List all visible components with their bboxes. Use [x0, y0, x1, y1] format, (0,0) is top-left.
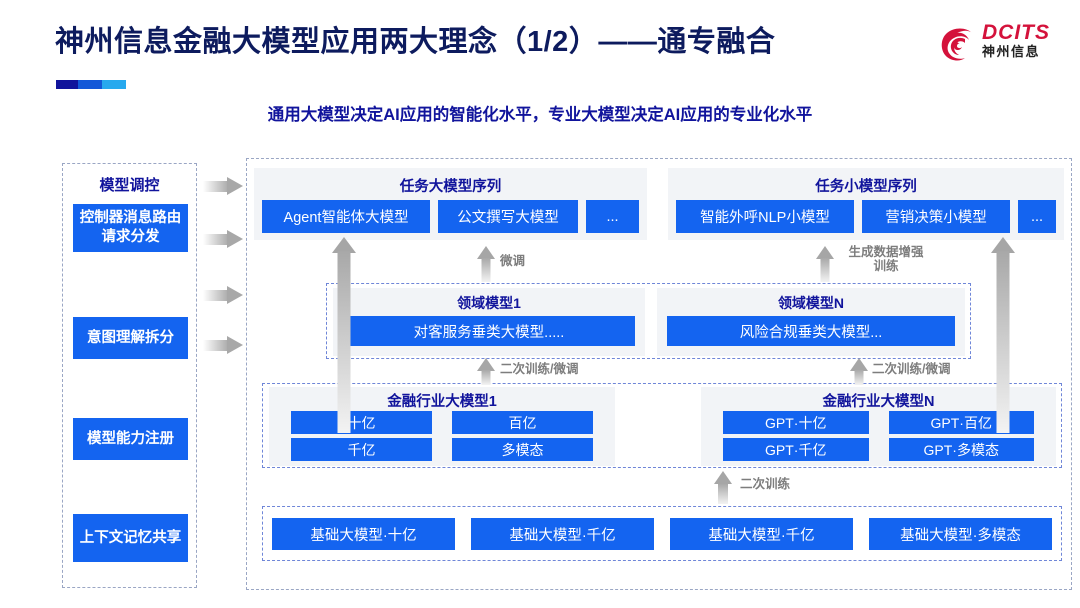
logo-wordmark: DCITS 神州信息 — [982, 22, 1050, 60]
dcits-swirl-icon — [941, 28, 972, 61]
chip-marketing-decision-small-model[interactable]: 营销决策小模型 — [862, 200, 1010, 233]
chip-risk-compliance-vertical-model[interactable]: 风险合规垂类大模型... — [667, 316, 955, 346]
domain-models-container: 领域模型1 对客服务垂类大模型..... 领域模型N 风险合规垂类大模型... — [326, 283, 971, 359]
cell-gpt-billion[interactable]: GPT·十亿 — [723, 411, 869, 434]
finance-industry-model-1-grid: 十亿 百亿 千亿 多模态 — [291, 411, 593, 461]
domain-model-n-panel: 领域模型N 风险合规垂类大模型... — [657, 288, 965, 356]
model-control-title: 模型调控 — [99, 177, 160, 194]
underline-segment-2 — [78, 80, 102, 89]
sidebar-item-context-memory-sharing[interactable]: 上下文记忆共享 — [73, 514, 188, 562]
chip-outbound-nlp-small-model[interactable]: 智能外呼NLP小模型 — [676, 200, 854, 233]
finance-industry-model-1-title: 金融行业大模型1 — [387, 394, 497, 410]
domain-model-1-panel: 领域模型1 对客服务垂类大模型..... — [333, 288, 645, 356]
task-large-model-sequence-title: 任务大模型序列 — [399, 179, 502, 195]
arrow-label-gen-data-aug-line1: 生成数据增强 — [848, 245, 924, 259]
task-small-model-sequence-title: 任务小模型序列 — [815, 179, 917, 195]
chip-base-model-billion[interactable]: 基础大模型·十亿 — [272, 518, 455, 550]
arrow-up-icon-gen-data-aug — [816, 246, 834, 282]
cell-hundred-billion[interactable]: 千亿 — [291, 438, 432, 461]
chip-base-model-hundred-billion-a[interactable]: 基础大模型·千亿 — [471, 518, 654, 550]
logo-text-en: DCITS — [982, 21, 1050, 44]
arrow-up-icon-fine-tune — [477, 246, 495, 282]
cell-multimodal[interactable]: 多模态 — [452, 438, 593, 461]
architecture-diagram: 模型调控 控制器消息路由请求分发 意图理解拆分 模型能力注册 上下文记忆共享 任… — [0, 150, 1080, 600]
chip-base-model-hundred-billion-b[interactable]: 基础大模型·千亿 — [670, 518, 853, 550]
arrow-right-icon — [203, 286, 243, 304]
domain-model-n-title: 领域模型N — [777, 295, 845, 311]
arrow-up-icon-industry-to-task-left — [331, 237, 357, 433]
page-title: 神州信息金融大模型应用两大理念（1/2）——通专融合 — [55, 26, 776, 58]
cell-gpt-hundred-billion[interactable]: GPT·千亿 — [723, 438, 869, 461]
cell-ten-billion[interactable]: 百亿 — [452, 411, 593, 434]
title-underline-accent — [56, 80, 126, 89]
arrow-right-icon — [203, 230, 243, 248]
arrow-up-icon-retrain-finetune-left — [477, 358, 495, 385]
model-control-panel: 模型调控 控制器消息路由请求分发 意图理解拆分 模型能力注册 上下文记忆共享 — [62, 163, 197, 588]
logo-text-cn: 神州信息 — [982, 44, 1041, 59]
task-small-model-sequence-panel: 任务小模型序列 智能外呼NLP小模型 营销决策小模型 ... — [668, 168, 1064, 240]
chip-more-large-models[interactable]: ... — [586, 200, 639, 233]
arrow-up-icon-industry-to-task-right — [990, 237, 1016, 433]
chip-agent-large-model[interactable]: Agent智能体大模型 — [262, 200, 430, 233]
sidebar-item-capability-registry[interactable]: 模型能力注册 — [73, 418, 188, 460]
underline-segment-3 — [102, 80, 126, 89]
base-models-row: 基础大模型·十亿 基础大模型·千亿 基础大模型·千亿 基础大模型·多模态 — [272, 518, 1052, 550]
industry-models-container: 金融行业大模型1 十亿 百亿 千亿 多模态 金融行业大模型N GPT·十亿 GP… — [262, 383, 1062, 468]
arrow-label-retrain-finetune-right: 二次训练/微调 — [872, 362, 951, 376]
task-large-model-sequence-panel: 任务大模型序列 Agent智能体大模型 公文撰写大模型 ... — [254, 168, 647, 240]
arrow-label-gen-data-aug-line2: 训练 — [873, 259, 899, 273]
arrow-up-icon-retrain — [713, 471, 733, 504]
chip-document-writing-large-model[interactable]: 公文撰写大模型 — [438, 200, 578, 233]
sidebar-item-intent-understanding[interactable]: 意图理解拆分 — [73, 317, 188, 359]
arrow-right-icon — [203, 336, 243, 354]
sidebar-item-controller-routing[interactable]: 控制器消息路由请求分发 — [73, 204, 188, 252]
task-small-model-chip-row: 智能外呼NLP小模型 营销决策小模型 ... — [676, 200, 1056, 233]
base-models-container: 基础大模型·十亿 基础大模型·千亿 基础大模型·千亿 基础大模型·多模态 — [262, 506, 1062, 561]
task-large-model-chip-row: Agent智能体大模型 公文撰写大模型 ... — [262, 200, 639, 233]
arrow-label-retrain-finetune-left: 二次训练/微调 — [500, 362, 579, 376]
dcits-logo: DCITS 神州信息 — [938, 22, 1068, 70]
cell-gpt-multimodal[interactable]: GPT·多模态 — [888, 438, 1034, 461]
finance-industry-model-1-panel: 金融行业大模型1 十亿 百亿 千亿 多模态 — [269, 387, 615, 466]
arrow-right-icon — [203, 177, 243, 195]
chip-base-model-multimodal[interactable]: 基础大模型·多模态 — [869, 518, 1052, 550]
finance-industry-model-n-grid: GPT·十亿 GPT·百亿 GPT·千亿 GPT·多模态 — [723, 411, 1034, 461]
cell-billion[interactable]: 十亿 — [291, 411, 432, 434]
underline-segment-1 — [56, 80, 78, 89]
arrow-label-retrain: 二次训练 — [740, 477, 791, 491]
chip-customer-service-vertical-model[interactable]: 对客服务垂类大模型..... — [343, 316, 635, 346]
finance-industry-model-n-title: 金融行业大模型N — [822, 394, 935, 410]
domain-model-1-title: 领域模型1 — [457, 295, 521, 311]
arrow-up-icon-retrain-finetune-right — [850, 358, 868, 385]
chip-more-small-models[interactable]: ... — [1018, 200, 1056, 233]
arrow-label-fine-tune: 微调 — [500, 254, 526, 268]
page-header: 神州信息金融大模型应用两大理念（1/2）——通专融合 通用大模型决定AI应用的智… — [0, 0, 1080, 140]
page-subtitle: 通用大模型决定AI应用的智能化水平，专业大模型决定AI应用的专业化水平 — [267, 106, 813, 124]
arrow-label-gen-data-aug: 生成数据增强 训练 — [838, 245, 934, 273]
